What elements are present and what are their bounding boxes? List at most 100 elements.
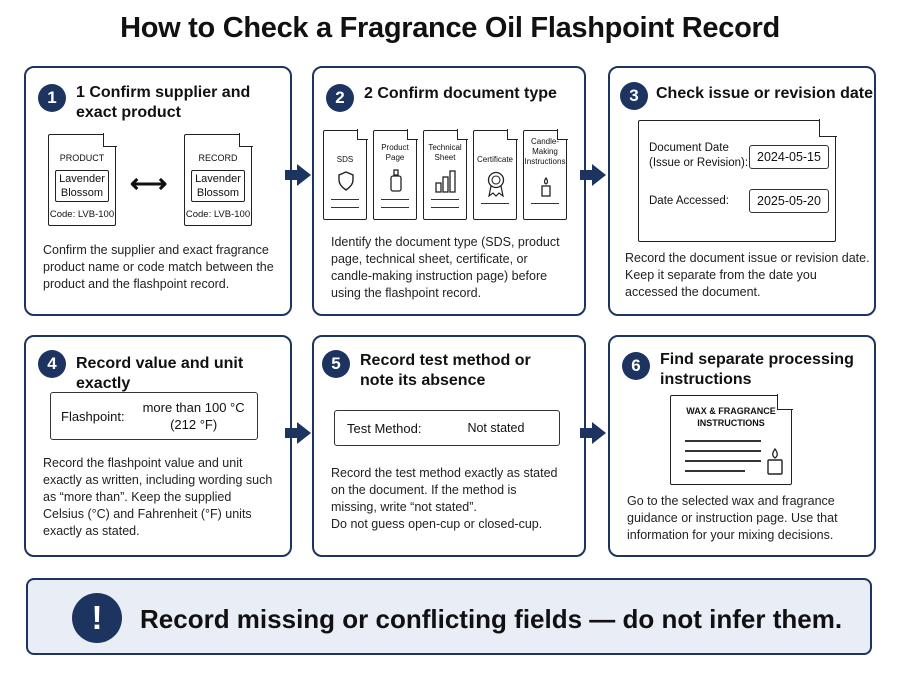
heading-line: exact product bbox=[76, 104, 181, 121]
product-page-document-icon: Product Page bbox=[373, 129, 418, 220]
test-method-value: Not stated bbox=[467, 421, 525, 435]
test-method-field: Test Method: Not stated bbox=[334, 410, 560, 446]
step-heading: Check issue or revision date bbox=[656, 85, 873, 102]
step-5-card: 5 Record test method or note its absence… bbox=[312, 335, 586, 557]
text-line: candle-making instruction page) before bbox=[331, 269, 548, 283]
doc-type-label: Product Page bbox=[381, 143, 409, 162]
text-line-glyph bbox=[531, 203, 559, 205]
text-line: Record the test method exactly as stated bbox=[331, 466, 558, 480]
document-date-label: Document Date (Issue or Revision): bbox=[649, 141, 748, 171]
certificate-document-icon: Certificate bbox=[473, 129, 518, 220]
technical-sheet-document-icon: Technical Sheet bbox=[423, 129, 468, 220]
bottle-icon bbox=[390, 169, 402, 192]
instructions-document-icon: WAX & FRAGRANCE INSTRUCTIONS bbox=[670, 394, 793, 485]
step-number-badge: 2 bbox=[326, 84, 354, 112]
page-fold bbox=[239, 133, 253, 147]
doc-type-label: Certificate bbox=[476, 155, 513, 164]
name-line: Blossom bbox=[196, 187, 240, 199]
text-line-glyph bbox=[481, 203, 509, 205]
text-line: on the document. If the method is bbox=[331, 483, 517, 497]
label-line: (Issue or Revision): bbox=[649, 157, 749, 169]
text-line: information for your mixing decisions. bbox=[627, 528, 834, 542]
text-line-glyph bbox=[331, 199, 359, 201]
record-name-box: Lavender Blossom bbox=[191, 170, 245, 202]
record-document-icon: RECORD Lavender Blossom Code: LVB-100 bbox=[184, 133, 253, 226]
step-heading: Record value and unit exactly bbox=[76, 355, 244, 392]
text-line: accessed the document. bbox=[625, 285, 761, 299]
step-description: Record the test method exactly as stated… bbox=[331, 465, 558, 533]
text-line: Go to the selected wax and fragrance bbox=[627, 494, 835, 508]
heading-line: Record test method or bbox=[360, 352, 531, 369]
step-number-badge: 1 bbox=[38, 84, 66, 112]
step-description: Identify the document type (SDS, product… bbox=[331, 234, 560, 302]
text-line: as “more than”. Keep the supplied bbox=[43, 490, 232, 504]
step-number-badge: 4 bbox=[38, 350, 66, 378]
shield-icon bbox=[338, 171, 354, 191]
value-line: (212 °F) bbox=[170, 417, 218, 432]
doc-type-label: SDS bbox=[336, 155, 354, 164]
text-line: missing, write “not stated”. bbox=[331, 500, 477, 514]
text-line: Record the flashpoint value and unit bbox=[43, 456, 243, 470]
text-line: Confirm the supplier and exact fragrance bbox=[43, 243, 269, 257]
doc-type-label: Candle-Making Instructions bbox=[524, 137, 566, 166]
text-line-glyph bbox=[381, 199, 409, 201]
candle-icon bbox=[767, 448, 783, 475]
date-accessed-field: 2025-05-20 bbox=[749, 189, 829, 213]
text-line: Identify the document type (SDS, product bbox=[331, 235, 560, 249]
step-heading: 2 Confirm document type bbox=[364, 85, 557, 102]
heading-line: 1 Confirm supplier and bbox=[76, 84, 251, 101]
match-arrows-icon: ⟷ bbox=[130, 168, 168, 198]
name-line: Lavender bbox=[59, 173, 105, 185]
bar-chart-icon bbox=[435, 170, 456, 193]
title-line: WAX & FRAGRANCE bbox=[686, 406, 776, 416]
product-document-icon: PRODUCT Lavender Blossom Code: LVB-100 bbox=[48, 133, 117, 226]
product-name-box: Lavender Blossom bbox=[55, 170, 109, 202]
page-fold bbox=[103, 133, 117, 147]
text-line-glyph bbox=[381, 207, 409, 209]
step-number-badge: 5 bbox=[322, 350, 350, 378]
step-description: Confirm the supplier and exact fragrance… bbox=[43, 242, 274, 293]
text-line: product and the flashpoint record. bbox=[43, 277, 230, 291]
flow-arrow bbox=[580, 422, 606, 444]
text-line: product name or code match between the bbox=[43, 260, 274, 274]
dated-document-icon: Document Date (Issue or Revision): 2024-… bbox=[638, 119, 837, 242]
step-2-card: 2 2 Confirm document type SDS Product Pa… bbox=[312, 66, 586, 316]
exclamation-icon: ! bbox=[72, 593, 122, 643]
text-line-glyph bbox=[685, 440, 761, 442]
flashpoint-label: Flashpoint: bbox=[61, 408, 125, 424]
candle-instructions-document-icon: Candle-Making Instructions bbox=[523, 129, 568, 220]
flashpoint-value: more than 100 °C (212 °F) bbox=[143, 399, 245, 433]
date-accessed-label: Date Accessed: bbox=[649, 195, 729, 207]
name-line: Blossom bbox=[60, 187, 104, 199]
warning-banner: ! Record missing or conflicting fields —… bbox=[26, 578, 872, 655]
label-line: Document Date bbox=[649, 142, 729, 154]
page-fold bbox=[407, 129, 418, 140]
award-ribbon-icon bbox=[487, 171, 505, 197]
text-line: exactly as written, including wording su… bbox=[43, 473, 273, 487]
page-title: How to Check a Fragrance Oil Flashpoint … bbox=[120, 12, 780, 44]
text-line-glyph bbox=[431, 207, 459, 209]
warning-text: Record missing or conflicting fields — d… bbox=[140, 604, 843, 634]
document-date-field: 2024-05-15 bbox=[749, 145, 829, 169]
text-line: page, technical sheet, certificate, or bbox=[331, 252, 528, 266]
text-line-glyph bbox=[685, 460, 761, 462]
heading-line: instructions bbox=[660, 371, 752, 388]
text-line-glyph bbox=[431, 199, 459, 201]
heading-line: Find separate processing bbox=[660, 351, 854, 368]
text-line-glyph bbox=[685, 450, 761, 452]
text-line: Record the document issue or revision da… bbox=[625, 251, 870, 265]
step-4-card: 4 Record value and unit exactly Flashpoi… bbox=[24, 335, 292, 557]
text-line: guidance or instruction page. Use that bbox=[627, 511, 838, 525]
doc-label: RECORD bbox=[198, 153, 238, 163]
title-line: INSTRUCTIONS bbox=[697, 418, 765, 428]
instructions-title: WAX & FRAGRANCE INSTRUCTIONS bbox=[671, 405, 791, 429]
step-description: Record the document issue or revision da… bbox=[625, 250, 870, 301]
page-fold bbox=[357, 129, 368, 140]
flow-arrow bbox=[285, 164, 311, 186]
text-line-glyph bbox=[331, 207, 359, 209]
test-method-label: Test Method: bbox=[347, 420, 422, 436]
heading-line: note its absence bbox=[360, 372, 486, 389]
step-heading: Record test method or note its absence bbox=[360, 351, 531, 391]
text-line: using the flashpoint record. bbox=[331, 286, 482, 300]
step-description: Record the flashpoint value and unit exa… bbox=[43, 455, 272, 540]
